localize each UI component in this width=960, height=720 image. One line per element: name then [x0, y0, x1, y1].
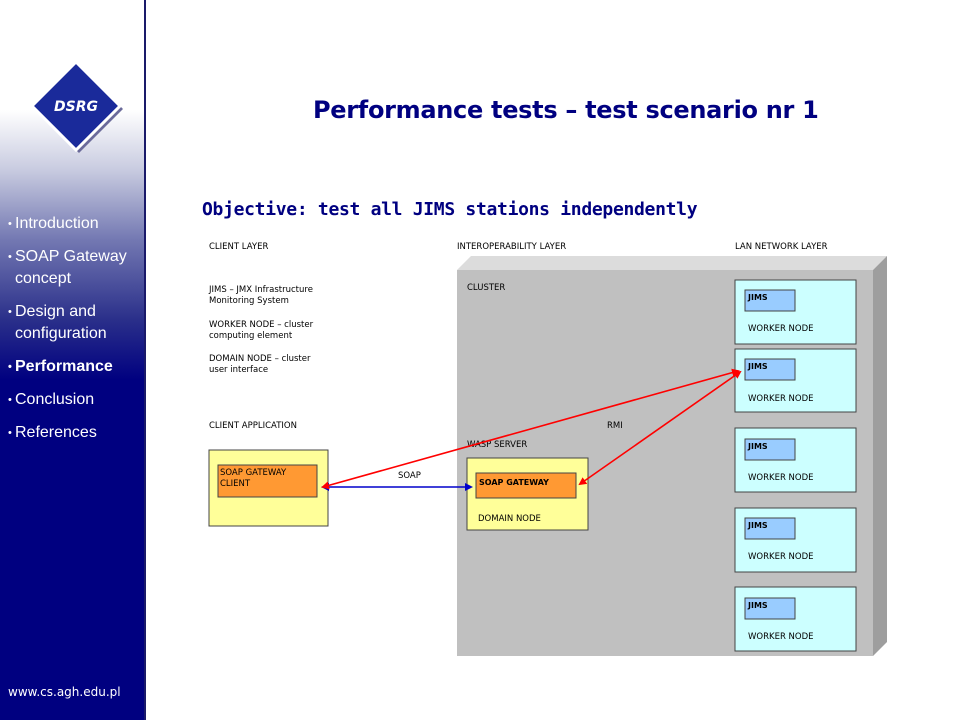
lan-layer-label: LAN NETWORK LAYER — [735, 242, 828, 252]
cluster-side-face — [873, 256, 887, 656]
worker-node-label: WORKER NODE — [748, 324, 814, 334]
interop-layer-label: INTEROPERABILITY LAYER — [457, 242, 566, 252]
jims-label: JIMS — [747, 601, 768, 610]
jims-label: JIMS — [747, 293, 768, 302]
domain-node-label: DOMAIN NODE — [478, 514, 541, 524]
jims-box — [744, 358, 796, 381]
nav-item-soap-gateway-concept[interactable]: SOAP Gateway concept — [8, 246, 142, 290]
nav-item-references[interactable]: References — [8, 422, 142, 444]
jims-label: JIMS — [747, 442, 768, 451]
sidebar-nav: Introduction SOAP Gateway concept Design… — [8, 213, 142, 455]
worker-node: JIMS WORKER NODE — [734, 348, 857, 413]
soap-gateway-client-line1: SOAP GATEWAY — [220, 468, 287, 478]
jims-label: JIMS — [747, 521, 768, 530]
legend-jims-line1: JIMS – JMX Infrastructure — [208, 285, 313, 295]
legend-worker-line2: computing element — [209, 331, 293, 341]
dsrg-logo: DSRG — [29, 59, 123, 153]
logo-text: DSRG — [54, 99, 98, 115]
soap-gateway-client-box — [217, 464, 318, 498]
sidebar-divider — [144, 0, 146, 720]
worker-node-label: WORKER NODE — [748, 394, 814, 404]
nav-item-conclusion[interactable]: Conclusion — [8, 389, 142, 411]
jims-box — [744, 289, 796, 312]
jims-box — [744, 597, 796, 620]
worker-node: JIMS WORKER NODE — [734, 507, 857, 573]
worker-node: JIMS WORKER NODE — [734, 427, 857, 493]
worker-node-label: WORKER NODE — [748, 473, 814, 483]
nav-item-design-and-configuration[interactable]: Design and configuration — [8, 301, 142, 345]
legend-worker-line1: WORKER NODE – cluster — [209, 320, 314, 330]
jims-box — [744, 438, 796, 461]
client-layer-label: CLIENT LAYER — [209, 242, 268, 252]
worker-node: JIMS WORKER NODE — [734, 586, 857, 652]
objective-text: Objective: test all JIMS stations indepe… — [202, 199, 698, 220]
soap-connection-label: SOAP — [398, 471, 421, 481]
footer-url[interactable]: www.cs.agh.edu.pl — [8, 685, 121, 699]
worker-node-label: WORKER NODE — [748, 632, 814, 642]
page-title: Performance tests – test scenario nr 1 — [313, 96, 819, 124]
nav-item-introduction[interactable]: Introduction — [8, 213, 142, 235]
sidebar: DSRG Introduction SOAP Gateway concept D… — [0, 0, 145, 720]
cluster-label: CLUSTER — [467, 283, 505, 293]
soap-gateway-label: SOAP GATEWAY — [479, 478, 549, 487]
rmi-arrow-gateway — [578, 370, 742, 486]
jims-box — [744, 517, 796, 540]
worker-node: JIMS WORKER NODE — [734, 279, 857, 345]
legend-domain-line2: user interface — [209, 365, 268, 375]
client-app-label: CLIENT APPLICATION — [209, 421, 297, 431]
cluster-top-face — [457, 256, 887, 270]
soap-gateway-client-line2: CLIENT — [220, 479, 251, 489]
jims-label: JIMS — [747, 362, 768, 371]
nav-item-performance[interactable]: Performance — [8, 356, 142, 378]
worker-node-label: WORKER NODE — [748, 552, 814, 562]
rmi-connection-label: RMI — [607, 421, 623, 431]
legend-domain-line1: DOMAIN NODE – cluster — [209, 354, 311, 364]
legend-jims-line2: Monitoring System — [209, 296, 289, 306]
